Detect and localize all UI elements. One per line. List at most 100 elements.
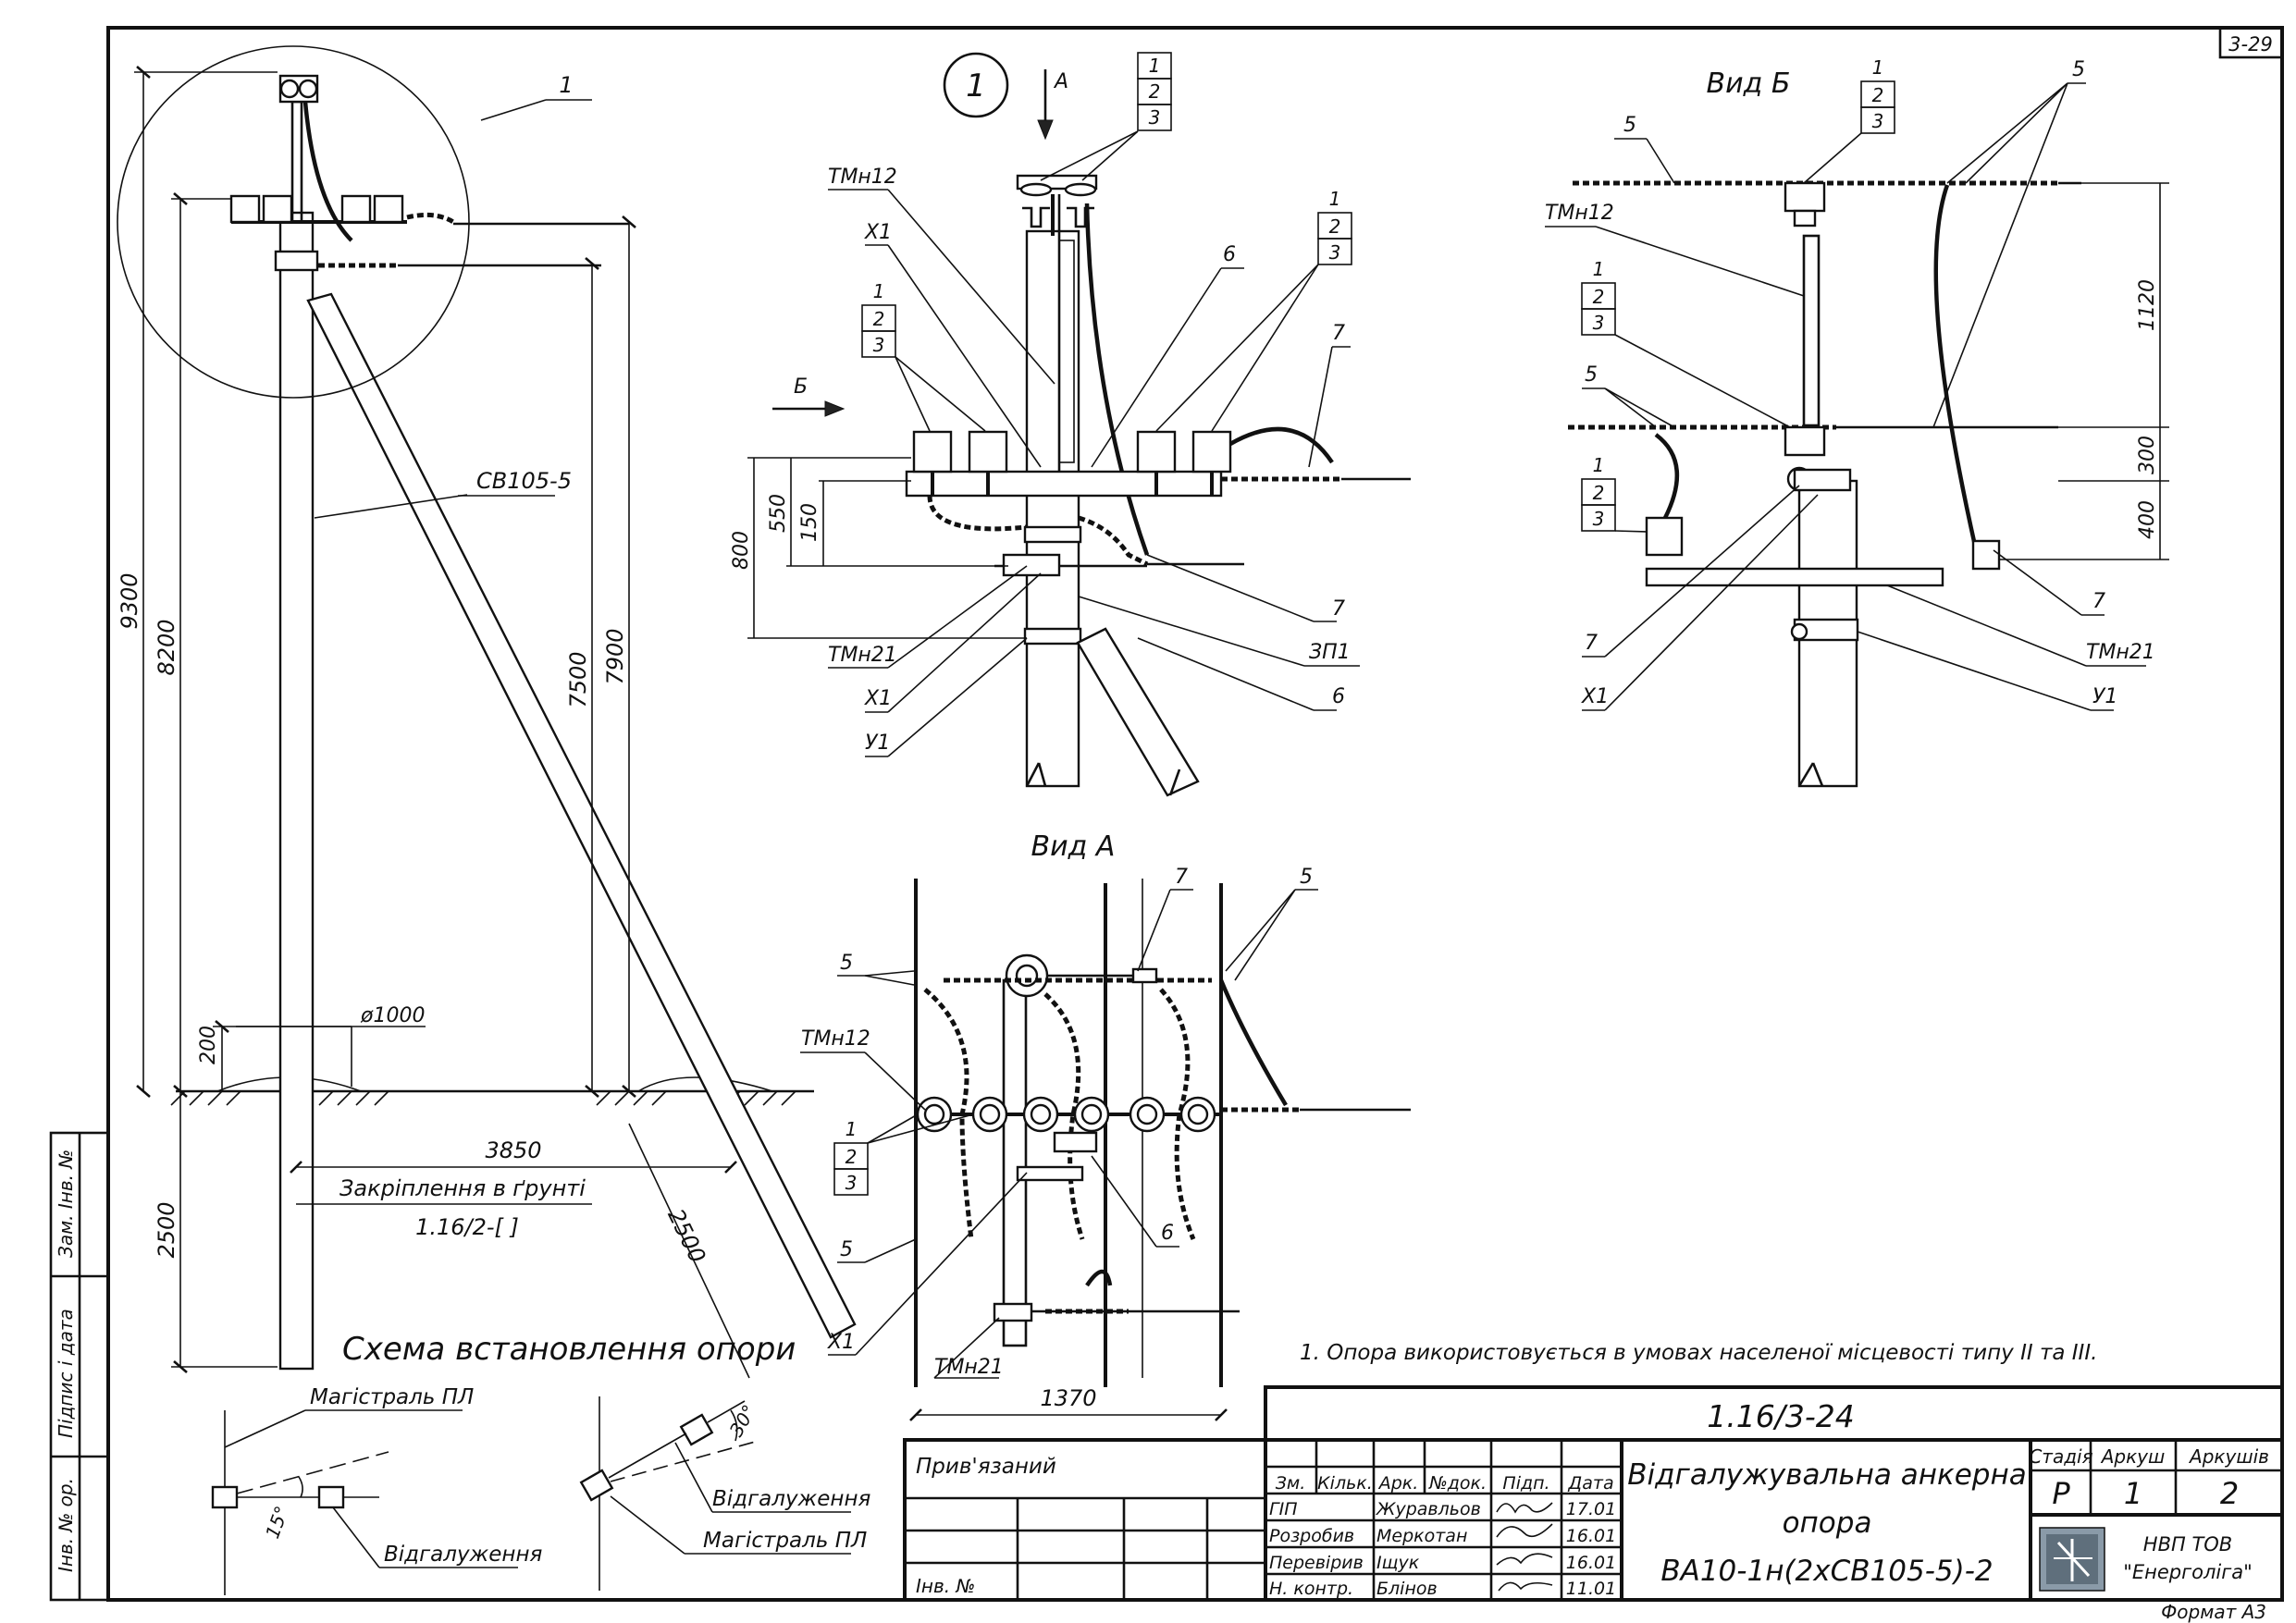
dim-800: 800: [730, 531, 753, 570]
signatures: [1496, 1502, 1553, 1592]
row-dev-role: Розробив: [1269, 1526, 1354, 1546]
dim-8200: 8200: [154, 619, 179, 675]
scheme-right-branch: Відгалуження: [712, 1487, 871, 1511]
view-a-label-5-top-right: 5: [1300, 866, 1313, 889]
sheet-header: Аркуш: [2100, 1445, 2166, 1468]
scheme-left-branch: Відгалуження: [384, 1543, 543, 1567]
stage-value: Р: [2052, 1476, 2070, 1511]
view-b-stack-top: 1 2 3: [1803, 56, 1895, 184]
detail-circle-number: 1: [966, 68, 986, 105]
view-b-label-7-right: 7: [2092, 590, 2105, 613]
row-dev-name: Меркотан: [1376, 1526, 1467, 1546]
dim-550: 550: [767, 494, 790, 533]
top-insulators: [1016, 174, 1098, 228]
label-u1: У1: [865, 732, 890, 755]
arrow-a-label: А: [1053, 70, 1068, 93]
main-pole: [278, 211, 315, 1371]
svg-text:2: 2: [1149, 80, 1161, 103]
svg-text:2: 2: [1593, 482, 1605, 504]
label-x1-bottom: Х1: [864, 687, 892, 710]
sheets-total: 2: [2220, 1476, 2239, 1511]
general-note: 1. Опора використовується в умовах насел…: [1300, 1341, 2097, 1365]
org-line-2: "Енерголіга": [2123, 1561, 2253, 1583]
view-b-title: Вид Б: [1707, 68, 1791, 100]
svg-text:3: 3: [873, 334, 885, 356]
dim-2500-sloped: 2500: [662, 1205, 710, 1267]
dim-diameter: ø1000: [360, 1004, 425, 1027]
dim-200: 200: [197, 1026, 220, 1064]
row-check-role: Перевірив: [1269, 1553, 1364, 1573]
main-dimensions: 9300 8200 7500 7900 200 ø1000: [117, 66, 750, 1379]
view-b-label-5-mid: 5: [1585, 363, 1598, 387]
detail-circle: [943, 52, 1009, 118]
label-tmn12: ТМн12: [828, 166, 897, 189]
dim-400: 400: [2136, 500, 2159, 539]
view-b-label-5-right: 5: [2072, 58, 2085, 81]
view-b: Вид Б 1120 300 400: [1545, 56, 2169, 788]
view-a-label-5-top-left: 5: [840, 952, 853, 975]
scheme-right-angle: 30°: [725, 1401, 761, 1441]
title-line-1: Відгалужувальна анкерна: [1627, 1458, 2027, 1492]
dim-300: 300: [2136, 436, 2159, 474]
view-a-label-5-bottom-left: 5: [840, 1238, 853, 1261]
view-a-label-tmn12: ТМн12: [801, 1027, 870, 1051]
svg-text:1: 1: [1149, 55, 1161, 77]
detail-stack-top: 1 2 3: [1040, 52, 1172, 181]
main-caption: Схема встановлення опори: [342, 1331, 796, 1368]
dim-9300: 9300: [117, 572, 142, 629]
margin-field-zam: Зам. Інв. №: [55, 1150, 77, 1258]
sheet-number: 1: [2124, 1476, 2142, 1511]
svg-text:1: 1: [846, 1118, 858, 1140]
label-7-top: 7: [1332, 322, 1345, 345]
svg-text:2: 2: [846, 1146, 858, 1168]
view-a: Вид А: [800, 830, 1411, 1421]
svg-text:3: 3: [1593, 312, 1605, 334]
view-a-title: Вид А: [1031, 830, 1116, 863]
view-b-label-u1: У1: [2092, 685, 2117, 708]
view-b-label-tmn21: ТМн21: [2086, 641, 2155, 664]
linked-label: Прив'язаний: [916, 1455, 1056, 1479]
row-check-date: 16.01: [1566, 1553, 1616, 1573]
main-view: 1 СВ105-5 9300 8200 7500 7900: [117, 45, 857, 1379]
svg-text:1: 1: [1593, 454, 1605, 476]
scheme-right-main-line: Магістраль ПЛ: [703, 1529, 867, 1553]
label-7-bottom: 7: [1332, 597, 1345, 621]
header-ark: Арк.: [1377, 1473, 1419, 1494]
foundation-code: 1.16/2-[ ]: [415, 1214, 519, 1240]
svg-text:3: 3: [846, 1172, 858, 1194]
label-6-bottom: 6: [1332, 685, 1345, 708]
scheme-left-angle: 15°: [261, 1503, 293, 1542]
label-6-top: 6: [1223, 243, 1236, 266]
scheme-left: 15° Магістраль ПЛ Відгалуження: [211, 1385, 543, 1595]
title-line-3: ВА10-1н(2хСВ105-5)-2: [1660, 1555, 1993, 1588]
row-check-name: Іщук: [1376, 1553, 1420, 1573]
view-b-stack-left: 1 2 3: [1581, 258, 1791, 428]
svg-text:1: 1: [1329, 188, 1341, 210]
header-pidp: Підп.: [1502, 1473, 1549, 1494]
foundation-label: Закріплення в ґрунті: [339, 1175, 586, 1201]
header-kilk: Кільк.: [1317, 1473, 1373, 1494]
view-b-label-tmn12: ТМн12: [1545, 202, 1614, 225]
title-line-2: опора: [1783, 1506, 1872, 1540]
svg-text:1: 1: [1872, 56, 1884, 79]
svg-text:1: 1: [873, 280, 885, 302]
dim-2500-vertical: 2500: [154, 1201, 179, 1258]
scheme-left-main-line: Магістраль ПЛ: [310, 1385, 474, 1409]
crossarm-insulators: [912, 430, 1232, 496]
row-nc-date: 11.01: [1566, 1579, 1616, 1599]
detail-crossarm: [905, 470, 1223, 498]
scheme-right: 30° Відгалуження Магістраль ПЛ: [579, 1396, 871, 1591]
margin-field-sign: Підпис і дата: [55, 1309, 77, 1438]
detail-stack-left: 1 2 3: [861, 280, 986, 432]
view-b-label-7-left: 7: [1585, 632, 1598, 655]
view-b-stack-low: 1 2 3: [1581, 454, 1648, 533]
view-b-label-x1: Х1: [1581, 685, 1609, 708]
label-tmn21: ТМн21: [828, 644, 897, 667]
format-label: Формат А3: [2161, 1601, 2266, 1623]
arrow-b-label: Б: [794, 375, 808, 399]
dim-150: 150: [798, 503, 821, 542]
svg-text:1: 1: [1593, 258, 1605, 280]
row-nc-role: Н. контр.: [1269, 1579, 1353, 1599]
header-zm: Зм.: [1276, 1473, 1306, 1494]
strut-pole: [306, 292, 857, 1339]
